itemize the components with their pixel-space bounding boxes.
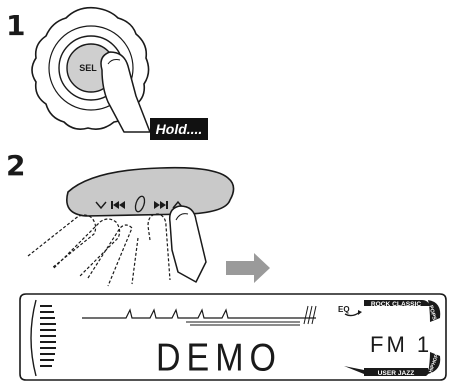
band-text: FM 1 — [370, 332, 432, 357]
step-1-number: 1 — [6, 9, 26, 42]
preset-rock-classic: ROCK CLASSIC — [371, 301, 421, 308]
down-chevron-icon — [95, 201, 107, 210]
eq-curve — [82, 308, 316, 319]
preset-pops: POPS — [427, 305, 437, 321]
previous-track-icon — [111, 201, 125, 209]
step-2-number: 2 — [6, 149, 26, 182]
hold-badge: Hold.... — [150, 118, 208, 140]
center-zero-icon — [134, 195, 146, 213]
knob-inner-ring — [48, 25, 134, 111]
eq-label: EQ — [338, 305, 350, 314]
sel-button-label: SEL — [79, 63, 97, 73]
right-arrow-icon — [226, 253, 270, 283]
display-panel: DEMO EQ ROCK CLASSIC POPS FM 1 HIPHOP US… — [19, 293, 447, 381]
display-main-text: DEMO — [156, 335, 282, 379]
seek-control — [66, 166, 235, 217]
level-meter — [40, 305, 56, 367]
next-track-icon — [154, 201, 168, 209]
display-frame — [19, 293, 447, 381]
finger-step2 — [168, 205, 207, 283]
ghost-fingers — [27, 213, 171, 287]
hold-label: Hold.... — [156, 121, 203, 137]
finger-step1 — [100, 51, 151, 133]
seek-control-body — [66, 166, 235, 217]
preset-user-jazz: USER JAZZ — [378, 370, 415, 377]
eq-hatch — [186, 305, 317, 326]
